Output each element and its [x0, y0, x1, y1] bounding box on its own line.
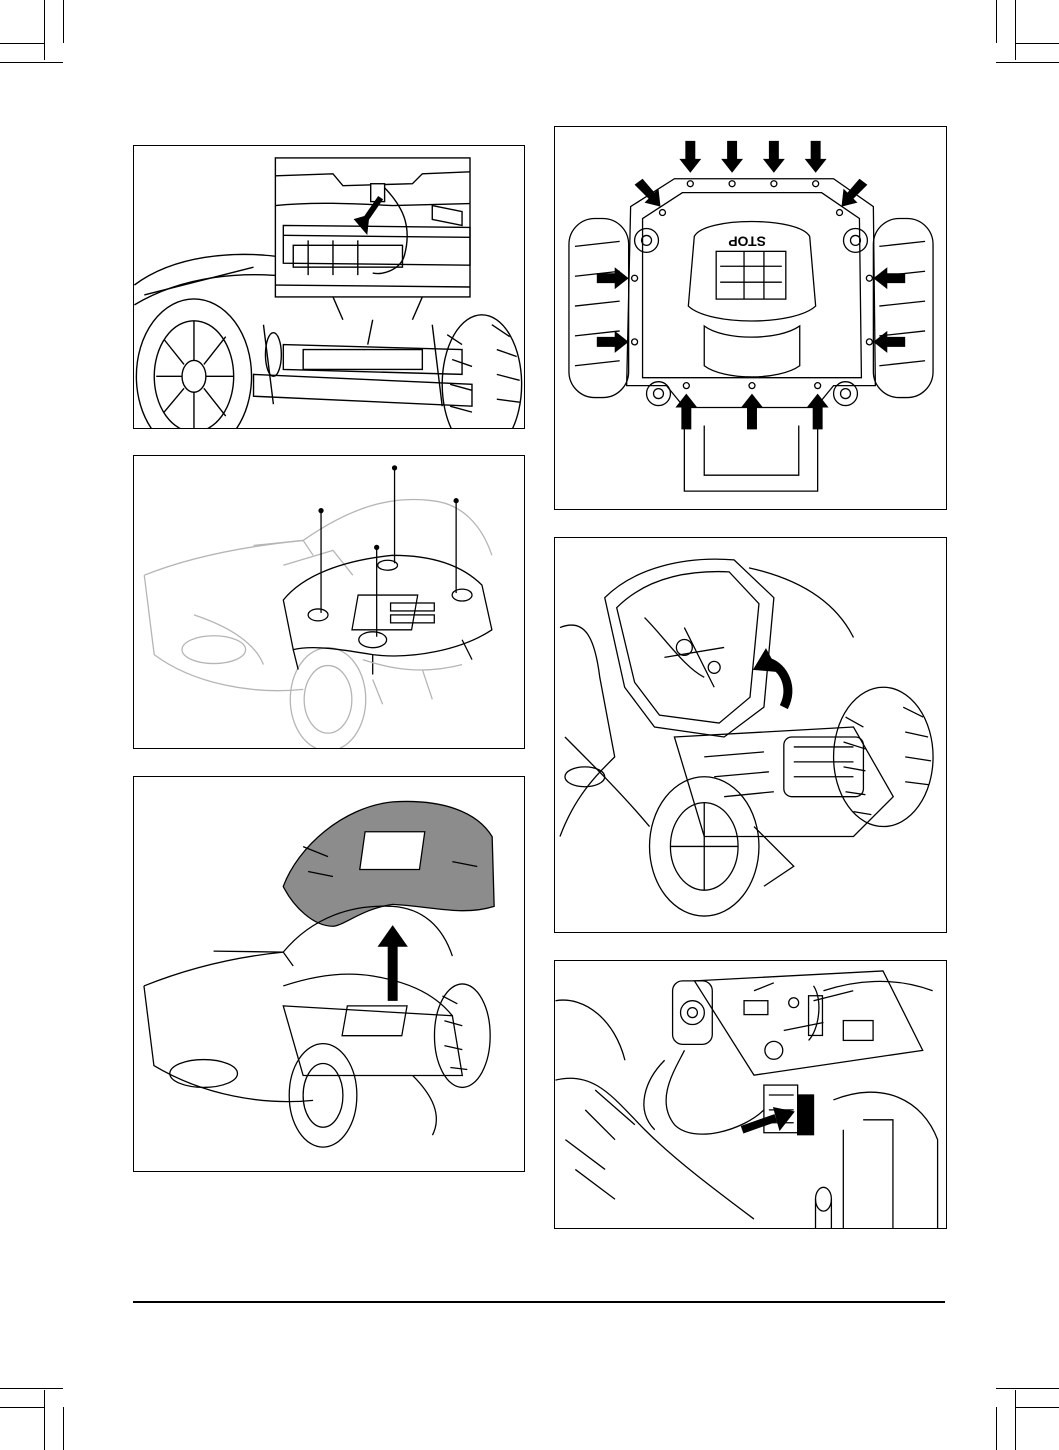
- crop-mark-bottom-right-h: [1015, 1407, 1059, 1408]
- figure-battery-connector: [133, 145, 525, 429]
- figure-connect-cable: [554, 960, 947, 1229]
- stop-label: STOP: [728, 233, 766, 249]
- crop-mark-top-left-h: [0, 43, 44, 44]
- crop-mark-top-right-v2: [1015, 0, 1016, 60]
- crop-mark-top-left-h2: [0, 62, 63, 63]
- crop-mark-bottom-left-v: [44, 1390, 45, 1450]
- crop-mark-top-right-v: [996, 0, 997, 43]
- crop-mark-top-left-v: [44, 0, 45, 60]
- footer-rule: [133, 1301, 945, 1303]
- figure-lift-chassis-cover: [554, 537, 947, 933]
- crop-mark-top-right-h: [1015, 43, 1059, 44]
- crop-mark-bottom-left-h: [0, 1407, 44, 1408]
- crop-mark-top-left-v2: [63, 0, 64, 43]
- crop-mark-bottom-left-v2: [63, 1407, 64, 1450]
- figure-lift-body-off: [133, 776, 525, 1172]
- crop-mark-bottom-right-v2: [1015, 1390, 1016, 1450]
- lift-body-off-illustration: [134, 777, 524, 1171]
- battery-connector-illustration: [134, 146, 524, 428]
- figure-body-screw-points: [133, 455, 525, 749]
- crop-mark-bottom-right-h2: [996, 1388, 1059, 1389]
- body-screw-points-illustration: [134, 456, 524, 748]
- figure-chassis-screws: STOP: [554, 126, 947, 510]
- connect-cable-illustration: [555, 961, 946, 1228]
- crop-mark-bottom-left-h2: [0, 1388, 63, 1389]
- crop-mark-top-right-h2: [996, 62, 1059, 63]
- chassis-screws-illustration: STOP: [555, 127, 946, 509]
- lift-chassis-cover-illustration: [555, 538, 946, 932]
- crop-mark-bottom-right-v: [996, 1407, 997, 1450]
